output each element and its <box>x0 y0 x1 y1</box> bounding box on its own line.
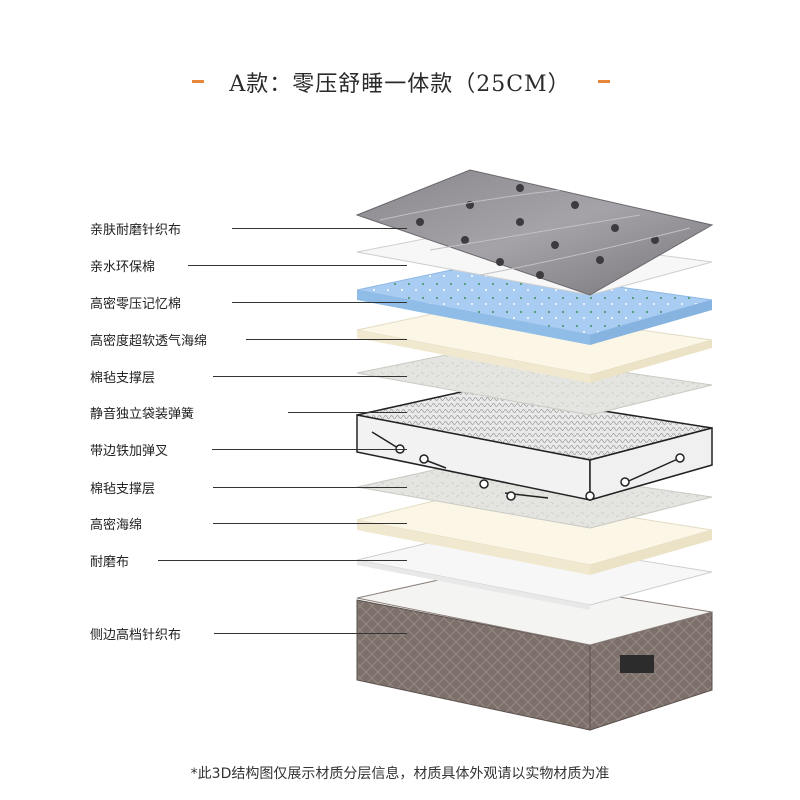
layer-felt-upper <box>356 349 713 416</box>
leader-line <box>213 376 407 377</box>
leader-line <box>213 523 407 524</box>
accent-dash-right <box>598 80 610 83</box>
label-layer-8: 棉毡支撑层 <box>90 482 156 497</box>
layer-breathable-foam <box>356 305 713 383</box>
leader-line <box>246 339 407 340</box>
brand-label-icon <box>620 655 654 673</box>
label-layer-9: 高密海绵 <box>90 518 143 533</box>
layer-high-density-foam <box>356 491 713 575</box>
label-layer-11: 侧边高档针织布 <box>90 628 182 643</box>
accent-dash-left <box>192 80 204 83</box>
label-layer-2: 亲水环保棉 <box>90 260 156 275</box>
label-layer-5: 棉毡支撑层 <box>90 371 156 386</box>
label-layer-3: 高密零压记忆棉 <box>90 297 182 312</box>
leader-line <box>212 449 407 450</box>
layer-quilted-top <box>355 169 714 296</box>
page-title: A款：零压舒睡一体款（25CM） <box>229 72 571 97</box>
leader-line <box>188 265 407 266</box>
leader-line <box>158 560 407 561</box>
label-layer-10: 耐磨布 <box>90 555 130 570</box>
edge-support-bracket-icon <box>371 431 685 501</box>
label-layer-7: 带边铁加弹叉 <box>90 444 169 459</box>
label-layer-4: 高密度超软透气海绵 <box>90 334 208 349</box>
leader-line <box>214 633 407 634</box>
footnote: *此3D结构图仅展示材质分层信息，材质具体外观请以实物材质为准 <box>190 766 610 782</box>
title-row: A款：零压舒睡一体款（25CM） <box>0 62 800 102</box>
label-layer-1: 亲肤耐磨针织布 <box>90 223 182 238</box>
leader-line <box>213 487 407 488</box>
leader-line <box>232 228 407 229</box>
layer-felt-lower <box>356 461 713 529</box>
mattress-base <box>356 572 713 731</box>
layer-pocket-springs <box>356 389 713 501</box>
leader-line <box>288 412 407 413</box>
label-layer-6: 静音独立袋装弹簧 <box>90 407 195 422</box>
tuft-button-icon <box>416 184 659 279</box>
leader-line <box>232 302 407 303</box>
layer-memory-foam <box>356 265 713 345</box>
